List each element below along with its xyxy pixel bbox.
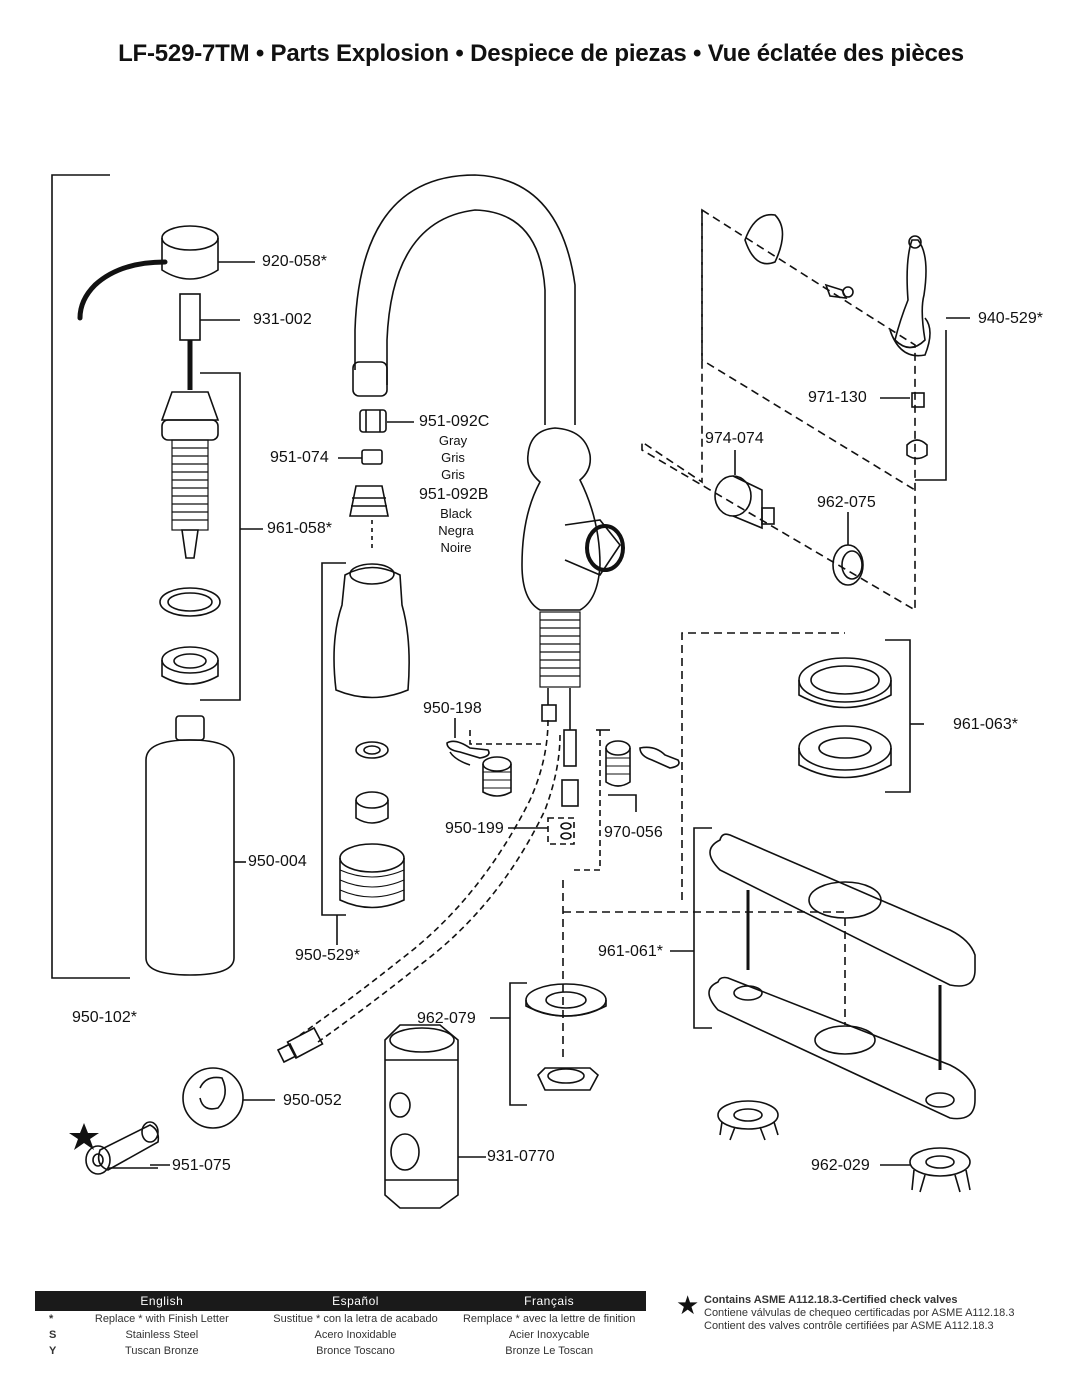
legend-header-francais: Français xyxy=(524,1294,575,1308)
soap-dispenser-group xyxy=(51,174,263,979)
part-951-092b-colors: Black Negra Noire xyxy=(438,506,474,555)
check-valve-star-icon xyxy=(69,1123,99,1150)
page-title: LF-529-7TM • Parts Explosion • Despiece … xyxy=(118,40,964,67)
part-label-950-199: 950-199 xyxy=(445,820,504,837)
base-group xyxy=(85,982,607,1209)
part-label-961-058: 961-058* xyxy=(267,520,332,537)
part-label-962-079: 962-079 xyxy=(417,1010,476,1027)
part-951-092c-colors: Gray Gris Gris xyxy=(438,433,468,482)
finish-legend-table: English Español Français * Replace * wit… xyxy=(35,1291,646,1359)
part-label-961-061: 961-061* xyxy=(598,943,663,960)
parts-explosion-diagram xyxy=(51,174,976,1209)
part-label-962-075: 962-075 xyxy=(817,494,876,511)
part-label-951-092b: 951-092B xyxy=(419,486,489,503)
legend-row: Y Tuscan Bronze Bronce Toscano Bronze Le… xyxy=(49,1345,594,1357)
legend-header: English Español Français xyxy=(35,1291,646,1311)
quick-connect-group xyxy=(446,718,845,1061)
legend-header-english: English xyxy=(140,1294,184,1308)
handle-group xyxy=(641,208,970,612)
part-label-950-004: 950-004 xyxy=(248,853,307,870)
part-label-961-063: 961-063* xyxy=(953,716,1018,733)
part-label-940-529: 940-529* xyxy=(978,310,1043,327)
part-label-950-052: 950-052 xyxy=(283,1092,342,1109)
legend-row: S Stainless Steel Acero Inoxidable Acier… xyxy=(49,1329,590,1341)
legend-row: * Replace * with Finish Letter Sustitue … xyxy=(49,1313,636,1325)
part-label-962-029: 962-029 xyxy=(811,1157,870,1174)
check-valve-note-en: Contains ASME A112.18.3-Certified check … xyxy=(704,1294,958,1306)
part-label-974-074: 974-074 xyxy=(705,430,764,447)
part-label-931-002: 931-002 xyxy=(253,311,312,328)
faucet-body-group xyxy=(299,174,625,1043)
part-label-951-075: 951-075 xyxy=(172,1157,231,1174)
part-label-920-058: 920-058* xyxy=(262,253,327,270)
part-label-971-130: 971-130 xyxy=(808,389,867,406)
part-label-951-074: 951-074 xyxy=(270,449,329,466)
part-label-970-056: 970-056 xyxy=(604,824,663,841)
threaded-shank xyxy=(171,439,209,531)
part-label-950-198: 950-198 xyxy=(423,700,482,717)
check-valve-note-fr: Contient des valves contrôle certifiées … xyxy=(704,1320,994,1332)
part-label-951-092c: 951-092C xyxy=(419,413,490,430)
check-valve-note-es: Contiene válvulas de chequeo certificada… xyxy=(704,1307,1015,1319)
spray-head-group xyxy=(321,409,414,945)
part-label-950-102: 950-102* xyxy=(72,1009,137,1026)
part-label-950-529: 950-529* xyxy=(295,947,360,964)
star-icon: ★ xyxy=(676,1290,700,1320)
legend-header-espanol: Español xyxy=(332,1294,379,1308)
part-label-931-0770: 931-0770 xyxy=(487,1148,555,1165)
escutcheon-group xyxy=(670,632,976,1193)
